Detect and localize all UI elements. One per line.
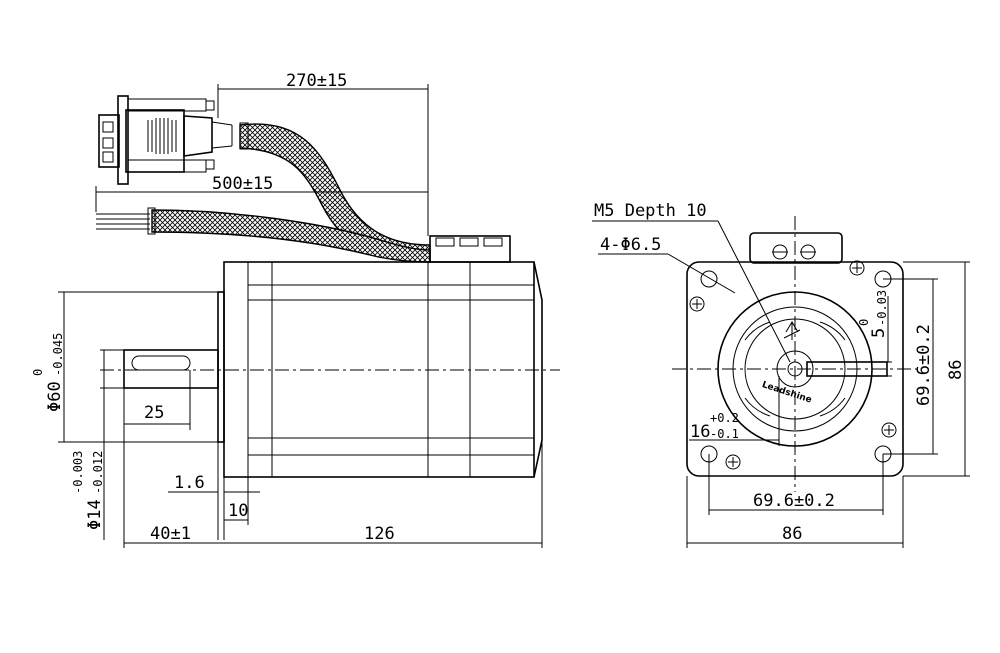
dim-flange-thickness: 10	[228, 501, 248, 521]
encoder-connector	[98, 95, 233, 185]
dim-shaft-length: 40±1	[150, 524, 191, 544]
dim-flange-step: 1.6	[174, 473, 205, 493]
dim-lines-front	[686, 261, 970, 548]
dim-shaft-diameter-group: Φ14 -0.003 -0.012	[71, 451, 105, 530]
dim-key-height-tol-lower: -0.1	[710, 427, 739, 441]
dim-flange-tol-lower: -0.045	[51, 333, 65, 376]
tapped-hole-label: M5 Depth 10	[594, 201, 707, 221]
dim-shaft-diameter: Φ14	[85, 499, 105, 530]
dim-key-width: 5	[869, 328, 889, 338]
dim-hole-pitch-h: 69.6±0.2	[753, 491, 835, 511]
dim-lines-side	[58, 84, 543, 548]
body-connector	[429, 235, 511, 263]
dim-key-width-group: 5 0 -0.03	[857, 290, 889, 338]
mount-holes-label: 4-Φ6.5	[600, 235, 661, 255]
dim-key-height-tol-upper: +0.2	[710, 411, 739, 425]
flange-pilot	[217, 291, 225, 443]
dim-cable-power: 500±15	[212, 174, 273, 194]
dim-key-width-tol-lower: -0.03	[875, 290, 889, 326]
power-cable	[151, 209, 431, 263]
dim-hole-pitch-v-group: 69.6±0.2	[914, 324, 934, 406]
cable-sleeve	[147, 122, 249, 235]
dim-cable-encoder: 270±15	[286, 71, 347, 91]
dim-body-length: 126	[364, 524, 395, 544]
dim-shaft-tol-upper: -0.003	[71, 451, 85, 494]
side-view: 270±15 500±15 25 1.6 10 40±1 126 Φ60 0 -…	[31, 71, 560, 548]
dim-flange-diameter: Φ60	[45, 381, 65, 412]
power-wires	[96, 213, 150, 230]
dim-flange-diameter-group: Φ60 0 -0.045	[31, 333, 65, 412]
dim-key-height-group: 16 +0.2 -0.1	[690, 411, 739, 442]
dim-key-width-tol-upper: 0	[857, 319, 871, 326]
dim-key-length: 25	[144, 403, 164, 423]
dim-hole-pitch-v: 69.6±0.2	[914, 324, 934, 406]
shaft	[123, 349, 219, 389]
dim-frame-h: 86	[782, 524, 802, 544]
dim-shaft-tol-lower: -0.012	[91, 451, 105, 494]
front-connector	[749, 232, 843, 264]
logo-mark	[783, 321, 801, 340]
dim-flange-tol-upper: 0	[31, 369, 45, 376]
front-view: Leadshine	[592, 201, 970, 548]
front-leaders	[592, 220, 791, 363]
dim-key-height: 16	[690, 422, 710, 442]
front-screws	[689, 260, 897, 470]
dim-frame-v: 86	[946, 360, 966, 380]
dim-frame-v-group: 86	[946, 360, 966, 380]
